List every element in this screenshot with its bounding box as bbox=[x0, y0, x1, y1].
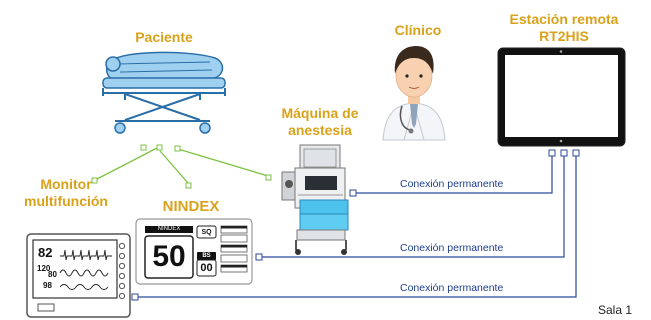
link-patient-anesthesia bbox=[177, 148, 269, 177]
monitor-spo2: 98 bbox=[43, 281, 52, 290]
clinician-icon bbox=[382, 46, 446, 141]
nindex-bs-label: BS bbox=[202, 253, 211, 259]
nindex-device-title: NINDEX bbox=[157, 226, 181, 232]
link-monitor-remote bbox=[135, 155, 577, 298]
connection-label-monitor: Conexión permanente bbox=[400, 282, 504, 294]
label-monitor: Monitor multifunción bbox=[24, 176, 108, 209]
link-anesthesia-remote bbox=[353, 155, 553, 194]
patient-links bbox=[94, 147, 269, 184]
label-patient: Paciente bbox=[135, 29, 193, 45]
nindex-bs-value: 00 bbox=[200, 262, 213, 274]
connection-label-nindex: Conexión permanente bbox=[400, 242, 504, 254]
link-patient-monitor bbox=[94, 147, 158, 181]
link-nindex-remote bbox=[259, 155, 565, 258]
monitor-bp-dia: 80 bbox=[48, 270, 57, 279]
anesthesia-machine-icon bbox=[281, 144, 349, 255]
label-remote-station: Estación remota RT2HIS bbox=[509, 11, 619, 44]
stretcher-icon bbox=[102, 51, 226, 134]
label-clinician: Clínico bbox=[394, 22, 442, 38]
nindex-device bbox=[135, 218, 253, 285]
nindex-value: 50 bbox=[152, 240, 186, 273]
nindex-sq-label: SQ bbox=[201, 229, 212, 236]
multifunction-monitor bbox=[26, 233, 131, 318]
patient-link-nodes bbox=[91, 144, 272, 189]
label-anesthesia-machine: Máquina de anestesia bbox=[281, 105, 359, 138]
remote-station-screen bbox=[497, 47, 626, 147]
link-patient-nindex bbox=[159, 150, 189, 184]
remote-links bbox=[135, 155, 577, 298]
monitor-hr-value: 82 bbox=[38, 245, 53, 260]
pleth-waveform bbox=[59, 284, 109, 290]
label-nindex: NINDEX bbox=[162, 198, 220, 215]
ecg-waveform bbox=[60, 249, 112, 261]
pressure-waveform bbox=[59, 269, 109, 277]
remote-link-nodes bbox=[131, 149, 580, 301]
connection-label-anesthesia: Conexión permanente bbox=[400, 178, 504, 190]
room-label: Sala 1 bbox=[598, 303, 633, 317]
monitor-bp-sys: 120 bbox=[37, 264, 51, 273]
